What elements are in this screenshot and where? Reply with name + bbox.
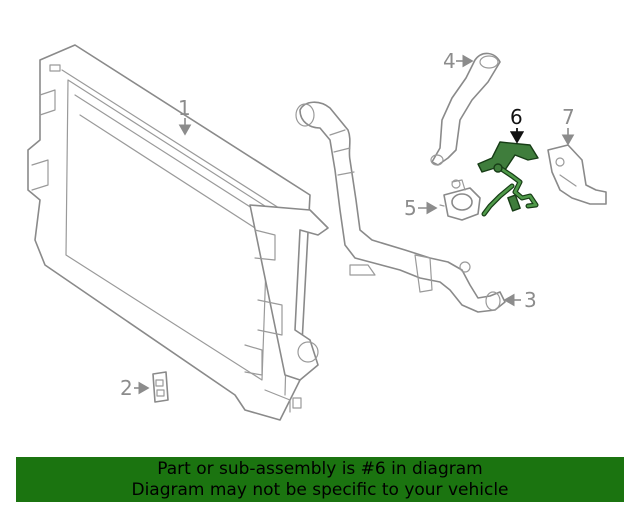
part-6-highlighted [477,141,539,217]
diagram-notice-banner: Part or sub-assembly is #6 in diagram Di… [16,457,624,502]
callout-5: 5 [404,196,417,220]
coolant-hose-assembly [295,101,506,313]
callout-1: 1 [178,96,191,120]
callout-4: 4 [443,49,456,73]
callout-6: 6 [510,105,523,129]
upper-hose [430,52,501,166]
auxiliary-water-pump [439,179,481,221]
heat-shield-bracket [547,144,607,205]
radiator [27,44,329,421]
banner-line-1: Part or sub-assembly is #6 in diagram [157,459,483,479]
callout-7: 7 [562,105,575,129]
parts-diagram: 1 2 3 4 5 6 7 [27,44,607,421]
callout-2: 2 [120,376,133,400]
callout-3: 3 [524,288,537,312]
banner-line-2: Diagram may not be specific to your vehi… [131,480,509,500]
bracket [152,371,169,403]
